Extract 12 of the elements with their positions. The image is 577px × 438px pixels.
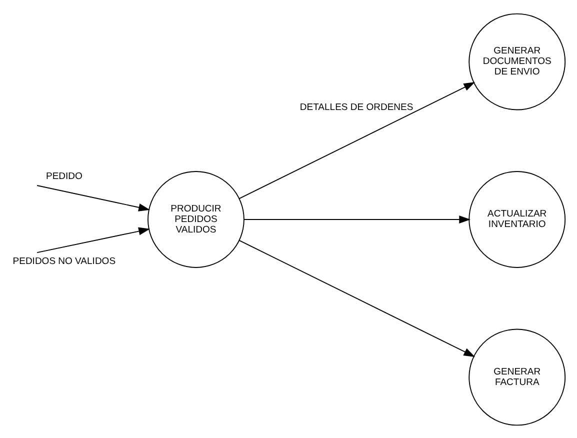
node-circle: ACTUALIZAR INVENTARIO	[468, 170, 566, 268]
arrow	[244, 215, 471, 223]
edge-label: PEDIDOS NO VALIDOS	[12, 255, 116, 266]
node-circle: GENERAR DOCUMENTOS DE ENVIO	[468, 12, 566, 110]
arrow	[36, 184, 150, 211]
node-circle: PRODUCIR PEDIDOS VALIDOS	[148, 170, 244, 268]
node-circle: GENERAR FACTURA	[468, 328, 566, 426]
edge-label: PEDIDO	[46, 170, 82, 182]
arrow	[238, 239, 476, 356]
edge-label: DETALLES DE ORDENES	[300, 102, 414, 113]
arrow	[238, 82, 476, 199]
arrow	[36, 226, 150, 253]
